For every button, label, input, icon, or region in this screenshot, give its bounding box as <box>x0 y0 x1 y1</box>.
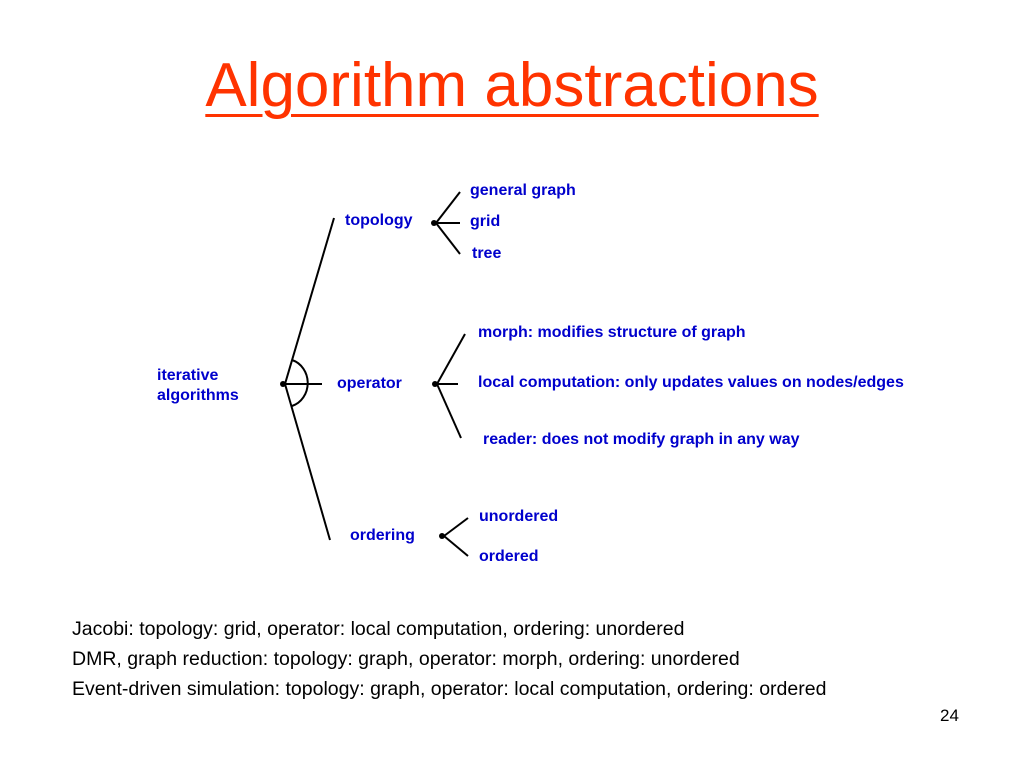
examples-list: Jacobi: topology: grid, operator: local … <box>72 614 826 704</box>
topology-node-dot <box>431 220 437 226</box>
root-to-ordering-line <box>284 383 331 541</box>
root-node-label: iterative algorithms <box>157 366 239 406</box>
slide-title: Algorithm abstractions <box>205 51 819 120</box>
leaf-ordered: ordered <box>479 548 539 565</box>
leaf-unordered: unordered <box>479 508 559 525</box>
leaf-local-computation: local computation: only updates values o… <box>478 374 904 391</box>
page-number: 24 <box>940 706 959 725</box>
root-node-dot <box>280 381 286 387</box>
ordering-to-ordered-line <box>443 535 469 557</box>
operator-node-dot <box>432 381 438 387</box>
operator-to-morph-line <box>436 333 466 385</box>
root-label-line-1: iterative <box>157 367 219 384</box>
leaf-grid: grid <box>470 213 501 230</box>
ordering-node-dot <box>439 533 445 539</box>
leaf-morph: morph: modifies structure of graph <box>478 324 746 341</box>
operator-to-reader-line <box>436 383 462 439</box>
example-jacobi: Jacobi: topology: grid, operator: local … <box>72 618 685 640</box>
topology-node-label: topology <box>345 212 413 229</box>
leaf-tree: tree <box>472 245 502 262</box>
and-arc <box>291 359 309 407</box>
example-event-driven: Event-driven simulation: topology: graph… <box>72 678 827 700</box>
topology-to-tree-line <box>435 222 461 255</box>
root-to-topology-line <box>284 217 335 385</box>
ordering-node-label: ordering <box>350 527 415 544</box>
leaf-general-graph: general graph <box>470 182 576 199</box>
operator-node-label: operator <box>337 375 402 392</box>
ordering-to-unordered-line <box>443 517 469 537</box>
leaf-reader: reader: does not modify graph in any way <box>483 431 800 448</box>
example-dmr: DMR, graph reduction: topology: graph, o… <box>72 648 740 670</box>
topology-to-general-graph-line <box>435 191 461 224</box>
root-label-line-2: algorithms <box>157 387 239 404</box>
